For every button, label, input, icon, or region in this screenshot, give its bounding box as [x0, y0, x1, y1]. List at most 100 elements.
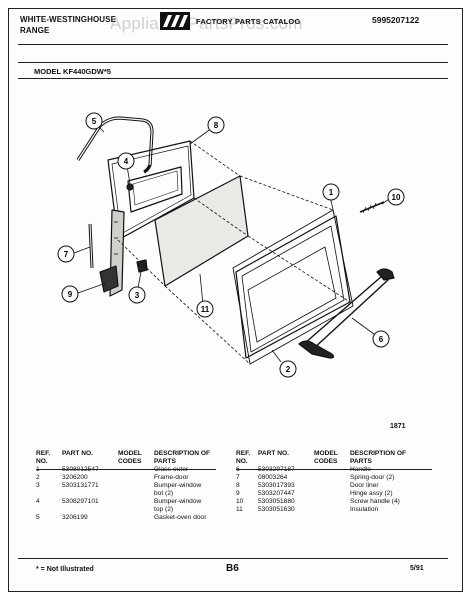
table-row: 8 5303017393 Door liner	[236, 482, 430, 490]
callout-11: 11	[201, 305, 210, 314]
product-type: RANGE	[20, 26, 50, 35]
not-illustrated-note: * = Not Illustrated	[36, 566, 94, 573]
ref-cell: 8	[236, 482, 240, 489]
col-part-no: PART NO.	[258, 450, 290, 457]
screw-part	[359, 201, 385, 213]
table-row: 6 5303297187 Handle	[236, 466, 430, 474]
callout-3: 3	[135, 291, 140, 300]
table-row: 11 5303051630 Insulation	[236, 506, 430, 514]
ref-cell	[36, 506, 62, 514]
model-rule-bottom	[18, 78, 448, 79]
callout-8: 8	[214, 121, 219, 130]
table-header-row: REF. NO. PART NO. MODEL CODES DESCRIPTIO…	[236, 450, 430, 466]
description-cell: Handle	[350, 466, 371, 473]
part-no-cell: 3206199	[62, 514, 88, 521]
part-no-cell	[62, 490, 118, 498]
description-cell: Insulation	[350, 506, 379, 513]
ref-cell: 1	[36, 466, 40, 473]
description-cell: bot (2)	[154, 490, 174, 497]
part-no-cell: 5308297101	[62, 498, 99, 505]
brand-logo-icon	[160, 12, 190, 30]
callout-6: 6	[379, 335, 384, 344]
model-codes-cell	[314, 490, 350, 498]
ref-cell: 6	[236, 466, 240, 473]
table-header-row: REF. NO. PART NO. MODEL CODES DESCRIPTIO…	[36, 450, 234, 466]
brand-header: WHITE-WESTINGHOUSE RANGE	[20, 14, 116, 36]
part-no-cell: 08003264	[258, 474, 288, 481]
ref-cell: 10	[236, 498, 244, 505]
parts-table-right: REF. NO. PART NO. MODEL CODES DESCRIPTIO…	[236, 450, 430, 514]
callout-9: 9	[68, 290, 73, 299]
description-cell: Bumper-window	[154, 498, 202, 505]
ref-cell: 3	[36, 482, 40, 489]
header-rule	[18, 44, 448, 45]
watermark: AppliancePartsPros.com	[110, 14, 303, 33]
callout-5: 5	[92, 117, 97, 126]
insulation-part	[154, 175, 249, 287]
callout-2: 2	[286, 365, 291, 374]
model-codes-cell	[118, 490, 154, 498]
col-description: DESCRIPTION OF PARTS	[154, 450, 211, 465]
col-model-codes: MODEL CODES	[118, 450, 142, 465]
model-codes-cell	[314, 498, 350, 506]
revision-date: 5/91	[410, 565, 424, 572]
model-codes-cell	[118, 506, 154, 514]
part-no-cell: 5303207447	[258, 490, 295, 497]
part-no-cell: 5303131771	[62, 482, 99, 489]
document-number: 5995207122	[372, 15, 420, 25]
table-row: 3 5303131771 Bumper-window	[36, 482, 234, 490]
callout-1: 1	[329, 188, 334, 197]
col-ref-no: REF. NO.	[236, 450, 251, 465]
model-codes-cell	[118, 466, 154, 474]
model-codes-cell	[118, 474, 154, 482]
description-cell: Bumper-window	[154, 482, 202, 489]
description-cell: Frame-door	[154, 474, 189, 481]
model-codes-cell	[118, 514, 154, 522]
part-no-cell: 5308012547	[62, 466, 99, 473]
description-cell: top (2)	[154, 506, 174, 513]
model-codes-cell	[314, 482, 350, 490]
description-cell: Spring-door (2)	[350, 474, 395, 481]
part-no-cell: 5303297187	[258, 466, 295, 473]
description-cell: Glass-outer	[154, 466, 189, 473]
figure-number: 1871	[390, 423, 406, 430]
catalog-page	[8, 8, 463, 592]
model-codes-cell	[314, 466, 350, 474]
callout-7: 7	[64, 250, 69, 259]
model-rule-top	[18, 62, 448, 63]
ref-cell	[36, 490, 62, 498]
part-no-cell: 5303051630	[258, 506, 295, 513]
parts-table-left: REF. NO. PART NO. MODEL CODES DESCRIPTIO…	[36, 450, 234, 522]
ref-cell: 2	[36, 474, 40, 481]
description-cell: Door liner	[350, 482, 379, 489]
bumper-bottom-part	[136, 259, 148, 273]
description-cell: Gasket-oven door	[154, 514, 207, 521]
description-cell: Hinge assy (2)	[350, 490, 393, 497]
model-codes-cell	[314, 506, 350, 514]
table-row: 5 3206199 Gasket-oven door	[36, 514, 234, 522]
col-description: DESCRIPTION OF PARTS	[350, 450, 407, 465]
col-part-no: PART NO.	[62, 450, 94, 457]
table-rule-right	[236, 469, 432, 470]
col-model-codes: MODEL CODES	[314, 450, 338, 465]
description-cell: Screw handle (4)	[350, 498, 400, 505]
part-no-cell: 5303017393	[258, 482, 295, 489]
frame-door-part	[232, 209, 354, 365]
ref-cell: 5	[36, 514, 40, 521]
page-code: B6	[226, 563, 239, 574]
model-codes-cell	[314, 474, 350, 482]
model-codes-cell	[118, 498, 154, 506]
table-row: top (2)	[36, 506, 234, 514]
ref-cell: 11	[236, 506, 243, 513]
ref-cell: 7	[236, 474, 240, 481]
model-number: MODEL KF440GDW*5	[34, 67, 111, 76]
table-rule-left	[36, 469, 216, 470]
table-row: 1 5308012547 Glass-outer	[36, 466, 234, 474]
callout-4: 4	[124, 157, 129, 166]
table-row: 7 08003264 Spring-door (2)	[236, 474, 430, 482]
